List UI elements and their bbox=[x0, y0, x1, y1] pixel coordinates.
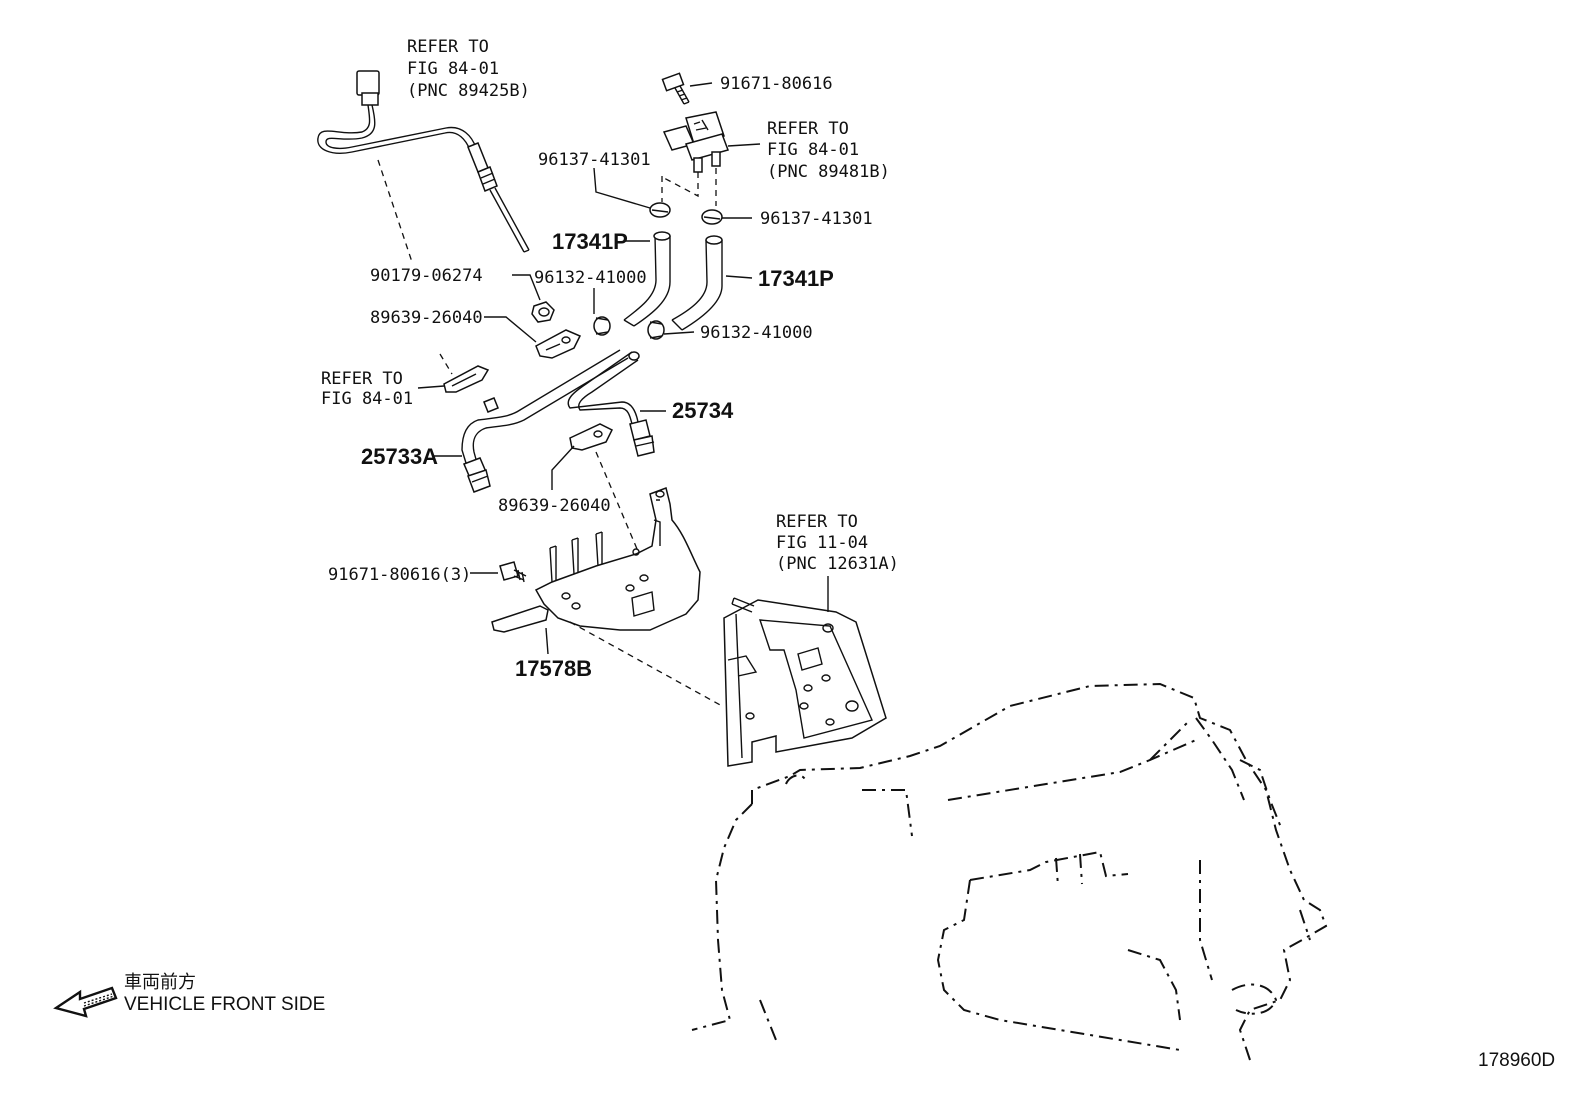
figure-id: 178960D bbox=[1478, 1050, 1555, 1071]
pressure-refer-label: REFER TO FIG 84-01 (PNC 89481B) bbox=[767, 119, 890, 182]
pressure-sensor bbox=[662, 111, 729, 173]
label-hose-right: 17341P bbox=[758, 266, 834, 291]
bracket bbox=[491, 487, 701, 633]
label-hose-clamp-right: 96132-41000 bbox=[700, 323, 813, 343]
clamp-refer-label: REFER TO FIG 84-01 bbox=[321, 369, 413, 409]
clamp-upper bbox=[535, 329, 582, 359]
label-bolt-bracket: 91671-80616(3) bbox=[328, 565, 471, 585]
hose-clamp-right bbox=[647, 320, 665, 340]
bolt-bracket bbox=[499, 561, 527, 583]
sensor-refer-line1: REFER TO bbox=[407, 37, 489, 57]
leader-dashed-port-left bbox=[663, 172, 699, 198]
label-nut: 90179-06274 bbox=[370, 266, 483, 286]
leader-clip-left bbox=[593, 167, 651, 209]
engine-refer-line2: FIG 11-04 bbox=[776, 533, 868, 553]
engine-mount-bracket bbox=[723, 597, 887, 767]
leader-clamp-refer bbox=[417, 385, 445, 389]
label-clip-right: 96137-41301 bbox=[760, 209, 873, 229]
pipe-right bbox=[567, 351, 655, 457]
hose-clamp-left bbox=[593, 316, 611, 336]
pressure-refer-line2: FIG 84-01 bbox=[767, 140, 859, 160]
leader-pressure-refer bbox=[727, 143, 761, 147]
leader-clamp-lower bbox=[551, 445, 575, 490]
sensor-refer-line3: (PNC 89425B) bbox=[407, 81, 530, 101]
leader-bracket bbox=[545, 627, 549, 655]
hose-left bbox=[623, 231, 671, 327]
label-clip-left: 96137-41301 bbox=[538, 150, 651, 170]
temperature-sensor bbox=[317, 70, 530, 253]
clip-left bbox=[649, 202, 671, 218]
leader-hose-clamp-right bbox=[663, 331, 695, 335]
pipe-left bbox=[461, 349, 629, 493]
legend-jp-text: 車両前方 bbox=[124, 972, 196, 993]
sensor-refer-line2: FIG 84-01 bbox=[407, 59, 499, 79]
pressure-refer-line1: REFER TO bbox=[767, 119, 849, 139]
legend-en-text: VEHICLE FRONT SIDE bbox=[124, 994, 325, 1015]
refer-clamp bbox=[439, 353, 490, 393]
label-hose-left: 17341P bbox=[552, 229, 628, 254]
leader-clamp-upper bbox=[484, 316, 537, 343]
label-pipe-left: 25733A bbox=[361, 444, 438, 469]
label-pipe-right: 25734 bbox=[672, 398, 734, 423]
nut bbox=[531, 301, 555, 323]
clamp-refer-line1: REFER TO bbox=[321, 369, 403, 389]
sensor-refer-label: REFER TO FIG 84-01 (PNC 89425B) bbox=[407, 37, 530, 101]
engine-outline bbox=[691, 682, 1328, 1061]
leader-nut bbox=[512, 274, 541, 301]
label-hose-clamp-left: 96132-41000 bbox=[534, 268, 647, 288]
clip-right bbox=[701, 209, 723, 225]
engine-refer-line1: REFER TO bbox=[776, 512, 858, 532]
label-clamp-lower: 89639-26040 bbox=[498, 496, 611, 516]
leader-bolt-top bbox=[689, 82, 713, 87]
leader-dashed-sensor bbox=[377, 159, 413, 263]
vehicle-front-legend: 車両前方 VEHICLE FRONT SIDE bbox=[53, 972, 325, 1018]
engine-refer-line3: (PNC 12631A) bbox=[776, 554, 899, 574]
front-arrow-icon bbox=[53, 986, 118, 1018]
label-bracket: 17578B bbox=[515, 656, 592, 681]
hose-right bbox=[671, 235, 723, 331]
leader-hose-right bbox=[725, 275, 753, 279]
label-clamp-upper: 89639-26040 bbox=[370, 308, 483, 328]
leader-dashed-clamp-lower bbox=[595, 451, 641, 557]
pressure-refer-line3: (PNC 89481B) bbox=[767, 162, 890, 182]
leader-dashed-bracket-engine bbox=[569, 621, 723, 707]
clamp-refer-line2: FIG 84-01 bbox=[321, 389, 413, 409]
label-bolt-top: 91671-80616 bbox=[720, 74, 833, 94]
clamp-lower bbox=[569, 423, 614, 451]
engine-refer-label: REFER TO FIG 11-04 (PNC 12631A) bbox=[776, 512, 899, 574]
bolt-top bbox=[661, 72, 690, 105]
